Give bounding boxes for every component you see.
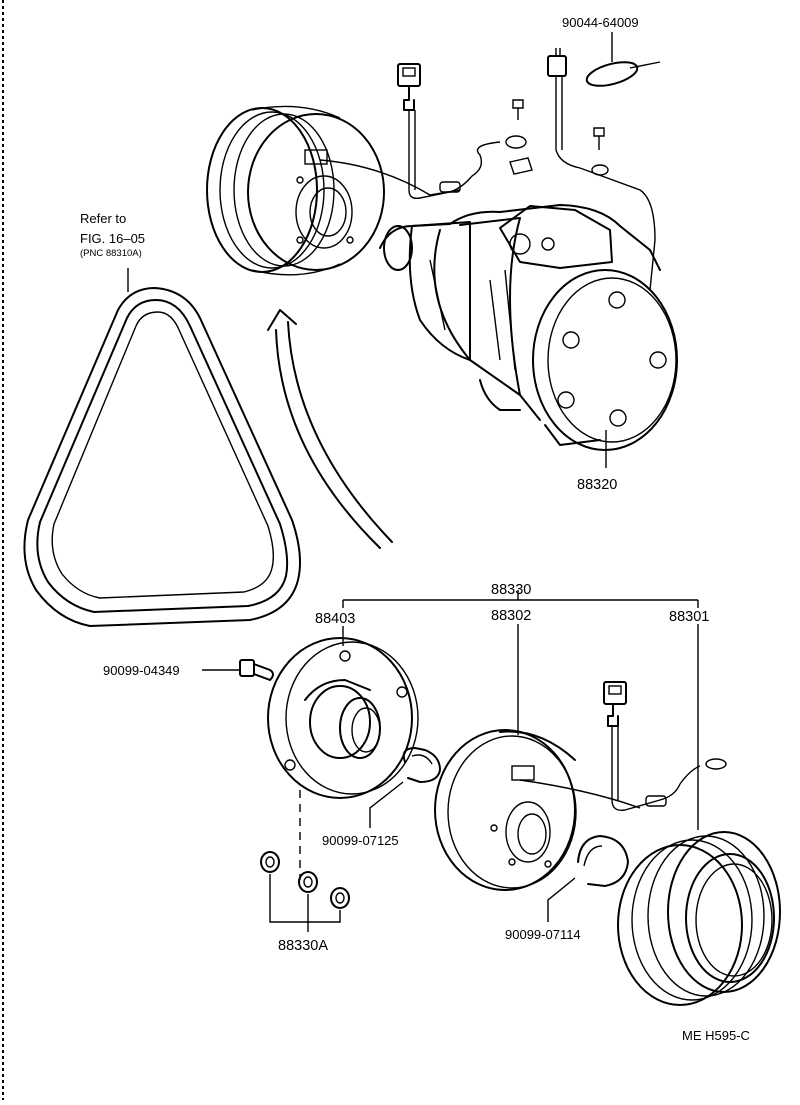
compressor-drawing <box>379 204 678 468</box>
bolt-drawing <box>202 659 274 681</box>
upper-harness-drawing <box>319 63 527 200</box>
label-compressor: 88320 <box>577 477 617 493</box>
label-snap-ring-small: 90099-07125 <box>322 833 399 848</box>
clip-band-drawing <box>585 32 661 87</box>
label-stator: 88302 <box>491 608 531 624</box>
label-pressure-plate: 88403 <box>315 611 355 627</box>
clutch-group-bracket <box>342 590 699 830</box>
compressor-harness-drawing <box>547 48 656 291</box>
refer-line-3: (PNC 88310A) <box>80 248 142 259</box>
lower-harness-drawing <box>519 681 727 811</box>
refer-line-2: FIG. 16–05 <box>80 231 145 246</box>
label-bolt: 90099-04349 <box>103 663 180 678</box>
assembly-arrow <box>267 309 393 549</box>
label-snap-ring-large: 90099-07114 <box>505 927 581 942</box>
pressure-plate-drawing <box>267 637 419 880</box>
v-belt-drawing <box>23 268 301 627</box>
label-pulley: 88301 <box>669 609 709 625</box>
figure-code: ME H595-C <box>682 1028 750 1043</box>
upper-pulley-drawing <box>206 105 385 276</box>
label-clutch-assy: 88330 <box>491 582 531 598</box>
large-snap-ring-drawing <box>547 835 629 922</box>
label-clip-band: 90044-64009 <box>562 15 639 30</box>
label-shims: 88330A <box>278 938 328 954</box>
small-snap-ring-drawing <box>369 747 441 828</box>
pulley-drawing <box>617 831 781 1006</box>
refer-line-1: Refer to <box>80 211 126 226</box>
shims-drawing <box>260 851 350 932</box>
top-fasteners-drawing <box>509 99 605 175</box>
stator-drawing <box>434 729 577 891</box>
